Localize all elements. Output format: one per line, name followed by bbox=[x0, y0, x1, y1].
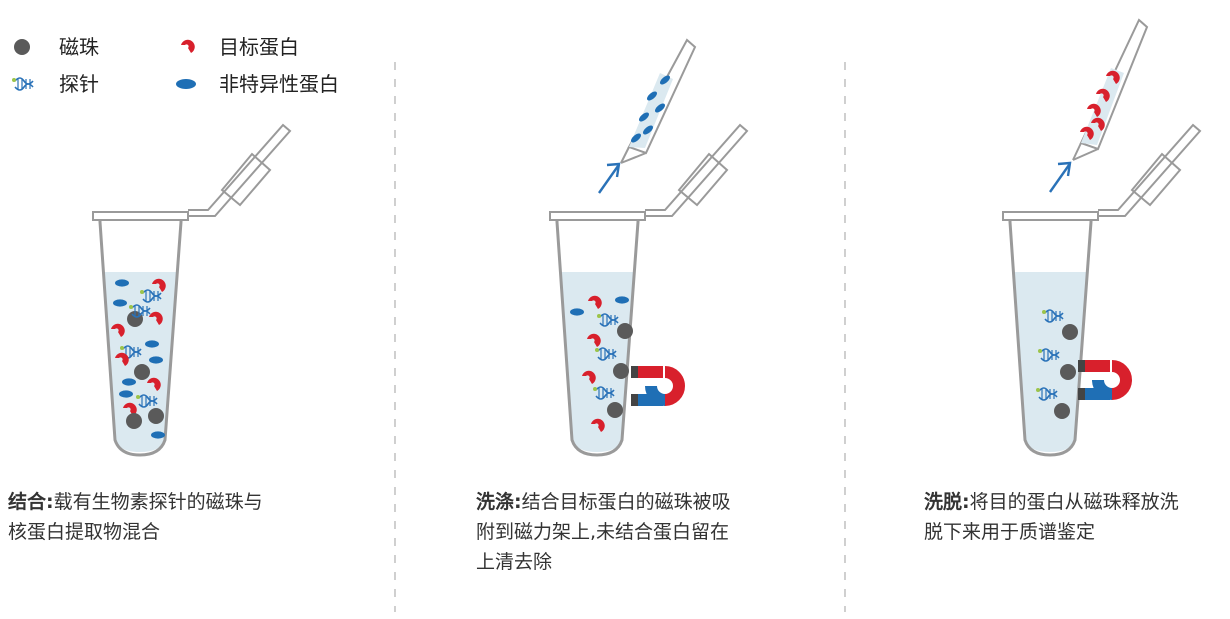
tube-wash bbox=[548, 123, 749, 457]
step-wash-line1: 结合目标蛋白的磁珠被吸 bbox=[521, 491, 731, 513]
legend-target-protein-label: 目标蛋白 bbox=[219, 35, 299, 59]
step-wash-line3: 上清去除 bbox=[476, 551, 553, 573]
step-elution-line2: 脱下来用于质谱鉴定 bbox=[924, 521, 1096, 543]
step-binding-caption: 结合:载有生物素探针的磁珠与 核蛋白提取物混合 bbox=[8, 487, 368, 547]
step-elution-title: 洗脱: bbox=[924, 491, 970, 513]
step-binding-line1: 载有生物素探针的磁珠与 bbox=[53, 491, 263, 513]
step-wash-caption: 洗涤:结合目标蛋白的磁珠被吸 附到磁力架上,未结合蛋白留在 上清去除 bbox=[476, 487, 816, 577]
arrow-up-icon bbox=[598, 162, 621, 194]
legend-probe-label: 探针 bbox=[59, 72, 99, 96]
tube-binding bbox=[91, 123, 292, 457]
pipette-wash bbox=[620, 38, 697, 164]
legend-probe-icon bbox=[11, 77, 34, 91]
arrow-up-icon bbox=[1049, 161, 1072, 193]
step-elution-line1: 将目的蛋白从磁珠释放洗 bbox=[969, 491, 1179, 513]
legend-nonspecific-protein-label: 非特异性蛋白 bbox=[219, 72, 339, 96]
magnet-wash bbox=[631, 366, 679, 406]
step-wash-title: 洗涤: bbox=[476, 491, 522, 513]
pipette-elution bbox=[1072, 18, 1149, 161]
magnet-elution bbox=[1078, 360, 1126, 400]
step-binding-line2: 核蛋白提取物混合 bbox=[8, 521, 161, 543]
step-wash-line2: 附到磁力架上,未结合蛋白留在 bbox=[476, 521, 730, 543]
legend-bead-icon bbox=[14, 39, 30, 55]
legend-target-protein-icon bbox=[181, 39, 195, 53]
step-elution-caption: 洗脱:将目的蛋白从磁珠释放洗 脱下来用于质谱鉴定 bbox=[924, 487, 1224, 547]
legend-nonspecific-protein-icon bbox=[176, 79, 196, 89]
tube-elution bbox=[1001, 123, 1202, 457]
legend-bead-label: 磁珠 bbox=[59, 35, 99, 59]
step-binding-title: 结合: bbox=[8, 491, 54, 513]
